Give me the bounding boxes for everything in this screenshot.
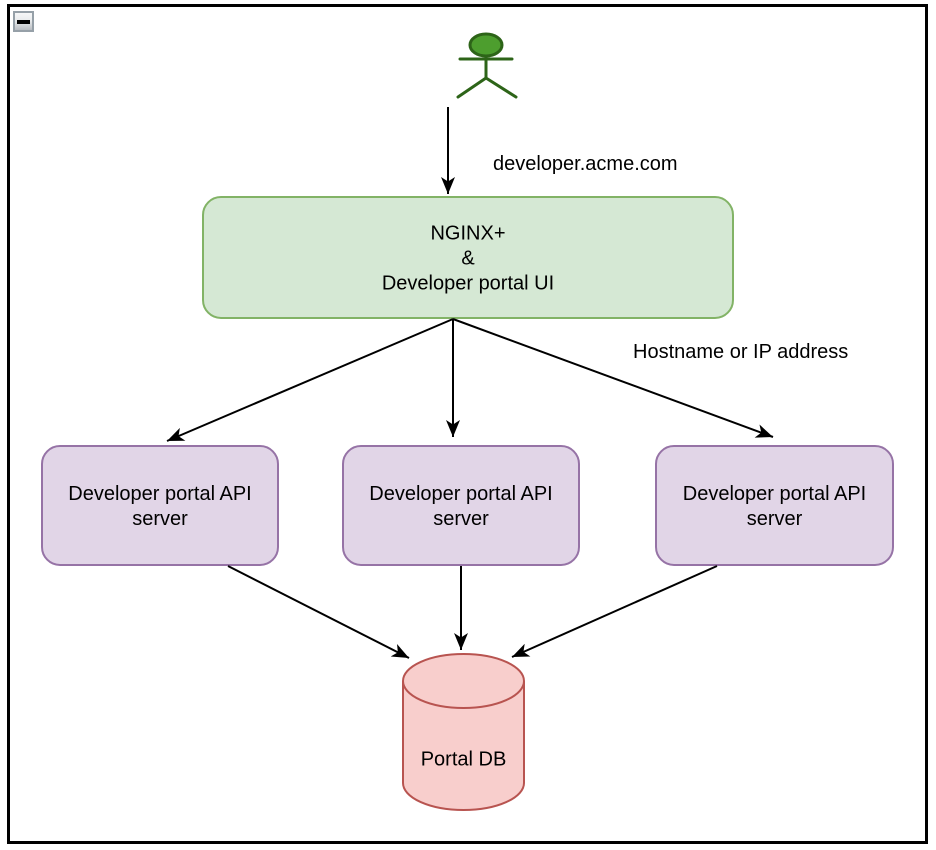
api-server-1-label: server [132, 508, 188, 530]
api-server-1-label: Developer portal API [68, 483, 251, 505]
hostname-label: Hostname or IP address [633, 341, 848, 363]
nginx-node-label: & [461, 248, 475, 270]
url-label: developer.acme.com [493, 153, 678, 175]
edge-nginx-to-api1[interactable] [166, 318, 454, 442]
node-api-server-3[interactable]: Developer portal API server [655, 445, 894, 566]
edge-api3-to-db[interactable] [511, 565, 718, 658]
api-server-2-label: server [433, 508, 489, 530]
api-server-3-label: server [747, 508, 803, 530]
node-nginx-node[interactable]: NGINX+ & Developer portal UI [202, 196, 734, 319]
node-api-server-1[interactable]: Developer portal API server [41, 445, 279, 566]
edge-nginx-to-api3[interactable] [452, 318, 774, 438]
api-server-3-label: Developer portal API [683, 483, 866, 505]
user-actor[interactable] [456, 32, 518, 99]
nginx-node-label: Developer portal UI [382, 273, 554, 295]
collapse-button[interactable] [13, 11, 34, 32]
nginx-node-label: NGINX+ [430, 223, 505, 245]
node-api-server-2[interactable]: Developer portal API server [342, 445, 580, 566]
node-portal-db[interactable]: Portal DB [402, 653, 525, 811]
portal-db-label: Portal DB [421, 749, 507, 771]
api-server-2-label: Developer portal API [369, 483, 552, 505]
collapse-minus-icon [17, 20, 30, 24]
edge-api1-to-db[interactable] [227, 565, 410, 659]
